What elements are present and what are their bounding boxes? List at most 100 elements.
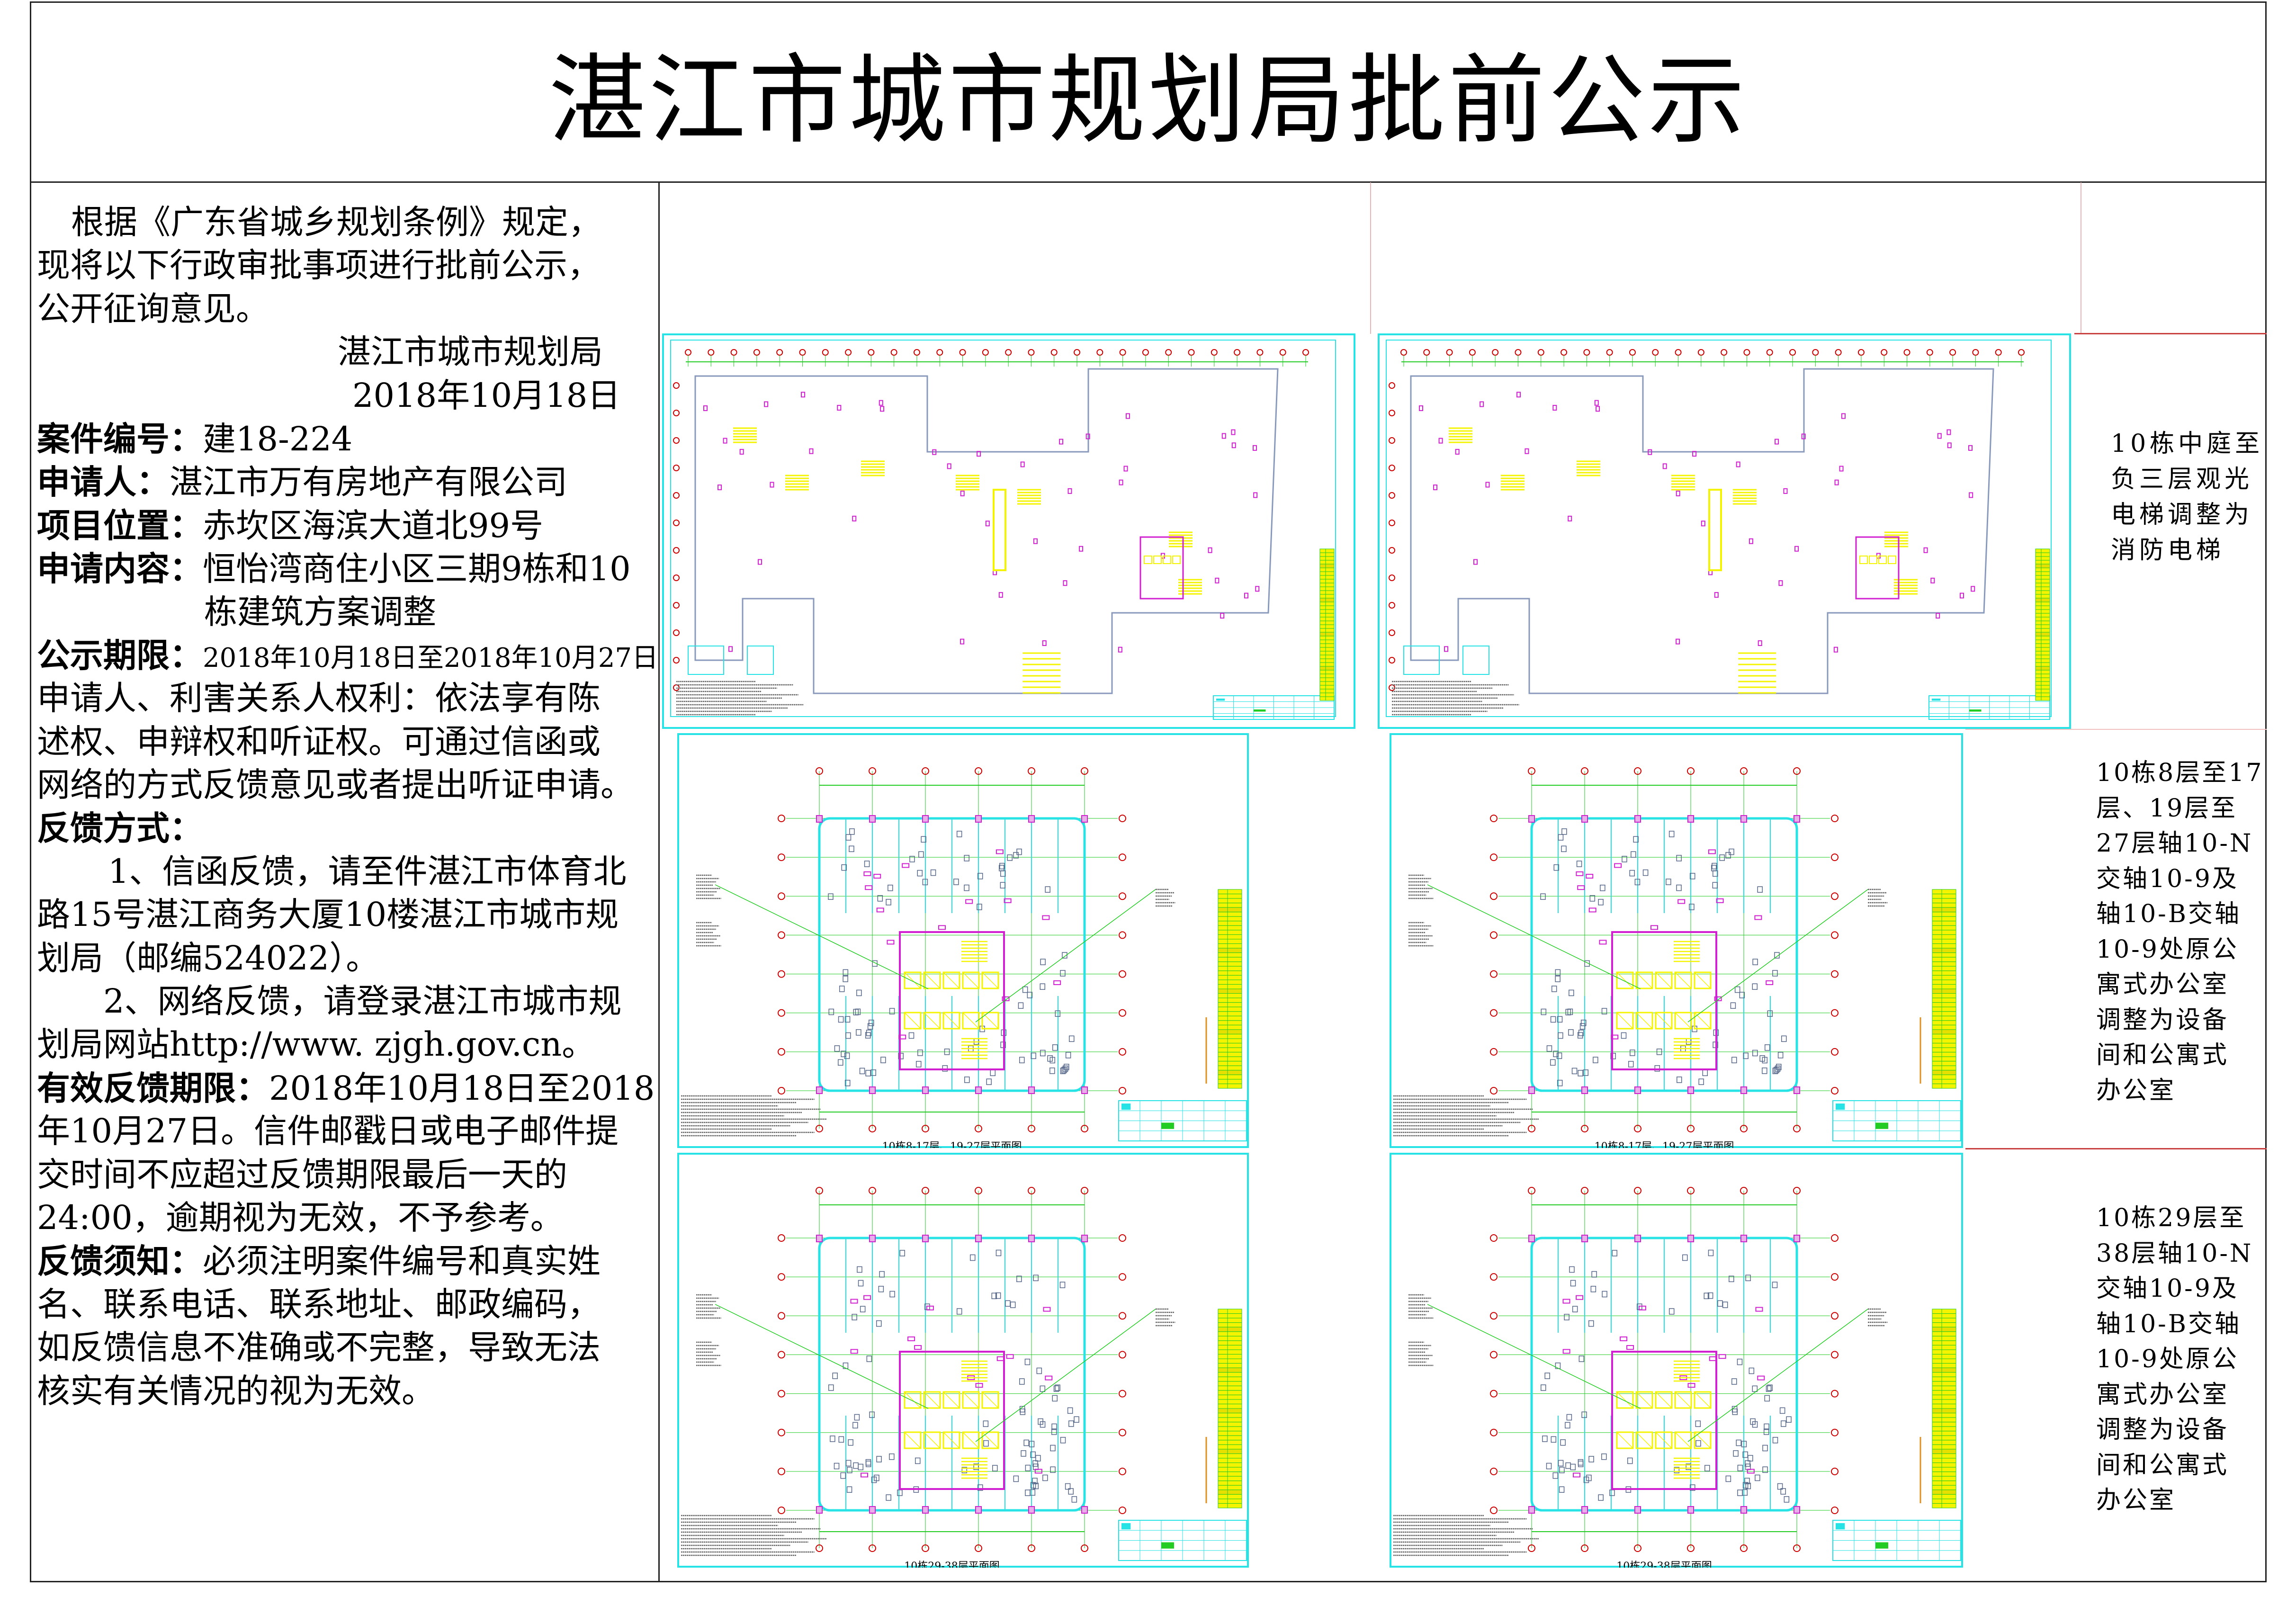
furniture <box>969 1254 976 1261</box>
column-marker <box>1419 405 1424 411</box>
furniture <box>1032 1478 1038 1484</box>
axis-marker <box>1743 349 1750 356</box>
elevator-cross <box>924 1012 941 1029</box>
signature-mark <box>1875 1122 1888 1129</box>
furniture <box>1541 1384 1546 1391</box>
elevation-table-row <box>1932 948 1956 953</box>
spacer <box>1378 333 1833 437</box>
elevation-table-row <box>1218 1449 1242 1454</box>
change-note-line: 交轴10-9及 <box>2096 1274 2239 1303</box>
axis-marker <box>1081 1125 1088 1132</box>
elevation-table-row <box>1218 1381 1242 1386</box>
axis-marker <box>1831 1234 1839 1242</box>
change-note-line: 交轴10-9及 <box>2096 864 2239 893</box>
furniture <box>1621 1032 1627 1039</box>
axis-marker <box>1389 547 1395 554</box>
furniture <box>1060 1437 1066 1444</box>
elevation-table-row <box>1319 567 1335 572</box>
elevation-table-row <box>1218 1020 1242 1025</box>
elevation-table-row <box>1218 943 1242 949</box>
furniture <box>854 1414 860 1421</box>
elevation-table-row <box>1319 617 1335 621</box>
elevator-cross <box>1655 1432 1672 1449</box>
axis-marker <box>1652 349 1659 356</box>
room-label <box>975 1383 983 1388</box>
axis-marker <box>1857 349 1865 356</box>
furniture <box>865 1461 871 1467</box>
furniture <box>1668 1308 1675 1315</box>
furniture <box>1030 1451 1036 1458</box>
furniture <box>828 1384 834 1391</box>
furniture <box>1555 976 1561 982</box>
furniture <box>846 1486 852 1493</box>
axis-marker <box>673 465 680 471</box>
column-marker <box>1081 815 1088 823</box>
column-marker <box>801 392 806 398</box>
elevation-table-row <box>1218 930 1242 935</box>
furniture <box>1677 1077 1682 1083</box>
furniture <box>999 862 1005 870</box>
spacer <box>662 333 936 545</box>
column-marker <box>1516 392 1521 398</box>
stair-block <box>1884 531 1908 547</box>
furniture <box>1038 1418 1043 1425</box>
furniture <box>1546 1045 1552 1052</box>
elevation-table-row <box>1319 655 1335 659</box>
axis-marker <box>1446 349 1453 356</box>
room-label <box>1586 874 1594 879</box>
furniture <box>1558 1032 1563 1039</box>
change-note-line: 间和公寓式 <box>2096 1041 2229 1069</box>
axis-marker <box>1697 349 1704 356</box>
elevation-table-row <box>1932 1340 1956 1346</box>
elevation-table-row <box>2035 666 2050 671</box>
axis-marker <box>1537 349 1544 356</box>
elevation-table-row <box>1218 1476 1242 1481</box>
elevator-shaft <box>904 1012 922 1030</box>
furniture <box>1578 1070 1583 1077</box>
furniture <box>1025 1489 1031 1496</box>
elevator-cross <box>904 1432 921 1449</box>
room-label <box>1716 898 1724 903</box>
axis-marker <box>1903 349 1910 356</box>
furniture <box>1730 1002 1736 1009</box>
elevation-table-row <box>1932 1363 1956 1368</box>
column-marker <box>1552 404 1557 411</box>
room-label <box>1577 885 1585 890</box>
furniture <box>1550 1016 1556 1023</box>
notes-row: 反馈须知：必须注明案件编号和真实姓 <box>37 1239 653 1283</box>
furniture <box>1598 1494 1604 1501</box>
column-marker <box>1794 815 1800 823</box>
elevation-table-row <box>1218 952 1242 958</box>
room-label <box>914 1345 922 1350</box>
furniture <box>1737 1489 1743 1496</box>
furniture <box>1777 1483 1783 1490</box>
axis-marker <box>1005 349 1012 356</box>
furniture <box>868 1020 874 1026</box>
furniture <box>1566 1414 1572 1421</box>
elevation-table-row <box>2035 692 2050 697</box>
room-label <box>1042 915 1050 920</box>
axis-marker <box>1490 892 1498 900</box>
axis-marker <box>1490 1312 1498 1320</box>
furniture <box>1766 1385 1772 1392</box>
location-value: 赤坎区海滨大道北99号 <box>203 506 544 545</box>
column-marker <box>1794 1235 1800 1242</box>
axis-marker <box>1081 1187 1088 1194</box>
axis-marker <box>1490 1428 1498 1436</box>
furniture <box>1749 1367 1755 1374</box>
spacer <box>1378 333 1418 595</box>
axis-marker <box>1389 465 1395 471</box>
room-label <box>1650 925 1658 930</box>
feedback-heading-text: 反馈方式： <box>37 808 203 848</box>
furniture <box>1628 1061 1634 1068</box>
furniture <box>944 1049 950 1055</box>
column-marker <box>975 815 982 823</box>
elevator-shaft <box>1616 1391 1634 1409</box>
column-marker <box>1714 592 1719 598</box>
furniture <box>889 1453 895 1460</box>
elevator-cross <box>1616 1391 1633 1409</box>
elevator-shaft <box>923 971 941 989</box>
axis-marker <box>1389 410 1395 416</box>
elevation-table-row <box>1932 916 1956 922</box>
